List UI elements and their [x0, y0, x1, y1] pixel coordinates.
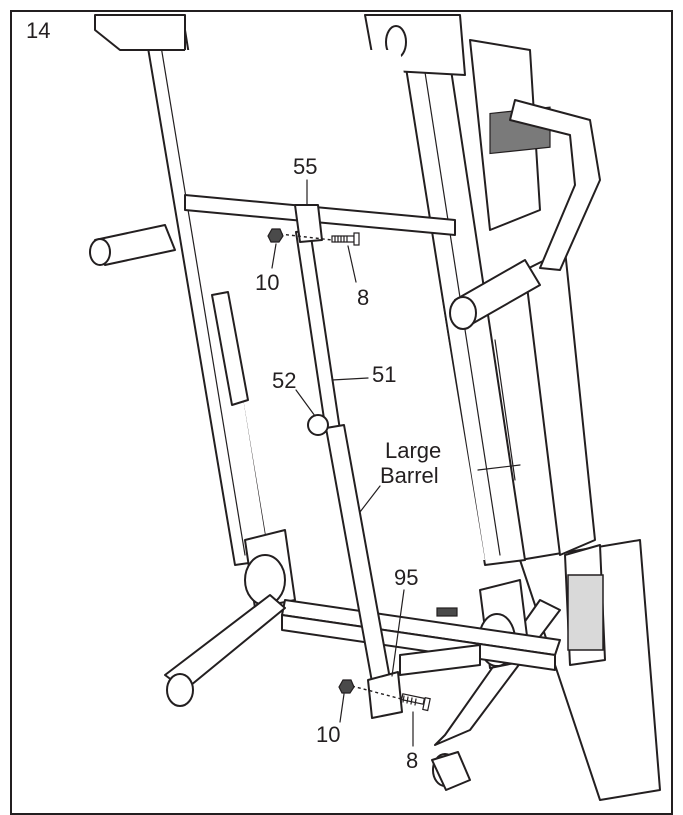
nut-10-top — [268, 229, 283, 242]
bolt-8-bottom — [402, 694, 431, 711]
knob-52 — [308, 415, 328, 435]
right-upright — [525, 250, 595, 555]
bracket-95 — [368, 672, 402, 718]
callout-51: 51 — [372, 364, 396, 386]
callout-55: 55 — [293, 156, 317, 178]
callout-52: 52 — [272, 370, 296, 392]
callout-10-bottom: 10 — [316, 724, 340, 746]
callout-large-barrel-line1: Large — [385, 440, 441, 462]
nut-10-bottom — [339, 680, 354, 693]
callout-10-top: 10 — [255, 272, 279, 294]
top-cap-left — [95, 15, 185, 50]
step-number: 14 — [26, 18, 50, 44]
callout-95: 95 — [394, 567, 418, 589]
callout-8-bottom: 8 — [406, 750, 418, 772]
callout-large-barrel-line2: Barrel — [380, 465, 439, 487]
callout-8-top: 8 — [357, 287, 369, 309]
